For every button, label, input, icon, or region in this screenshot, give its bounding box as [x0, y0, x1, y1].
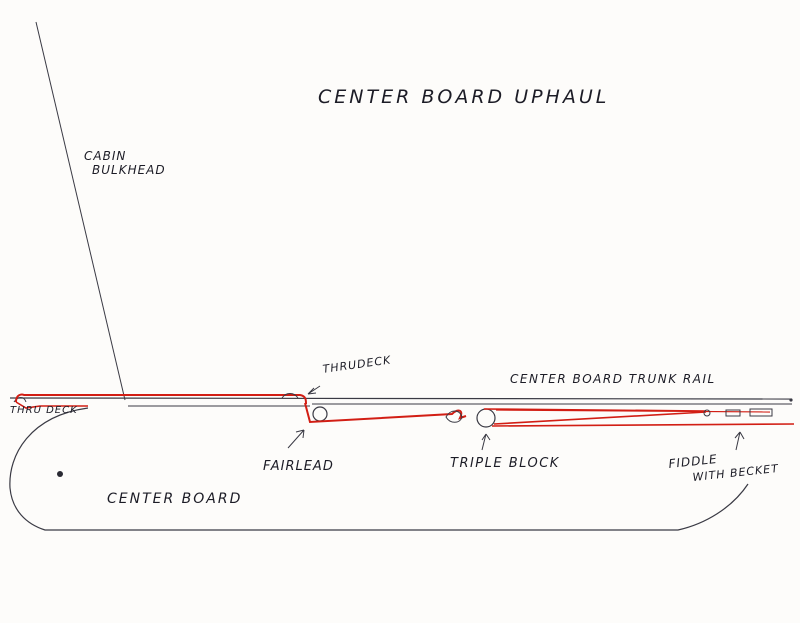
cabin-label-line1: CABIN	[84, 149, 127, 163]
fiddle-block-small	[725, 409, 741, 417]
cabin-bulkhead-line	[35, 21, 126, 401]
fairlead-arrow	[287, 429, 305, 449]
fiddle-arrow	[734, 431, 745, 451]
becket-ring	[703, 409, 711, 417]
center-board-outline	[9, 407, 749, 531]
diagram-title: CENTER BOARD UPHAUL	[318, 86, 610, 108]
center-board-label: CENTER BOARD	[107, 491, 243, 507]
tackle-line-3	[491, 423, 795, 427]
uphaul-line-fairlead	[304, 402, 467, 424]
uphaul-line-left-end	[15, 401, 88, 409]
cabin-label-line2: BULKHEAD	[92, 163, 166, 177]
thrudeck-arrow	[307, 385, 321, 395]
triple-block-hook	[445, 410, 463, 423]
thru-deck-left-label: THRU DECK	[10, 405, 78, 416]
uphaul-line-deck	[15, 393, 307, 405]
tackle-line-4	[495, 409, 771, 413]
triple-block-label: TRIPLE BLOCK	[450, 456, 560, 471]
fiddle-block-large	[749, 408, 773, 417]
center-board-pivot	[57, 471, 63, 477]
trunk-rail-line	[9, 397, 793, 400]
trunk-rail-end-dot	[789, 398, 793, 402]
trunk-rail-label: CENTER BOARD TRUNK RAIL	[510, 372, 716, 386]
thrudeck-fitting	[281, 393, 299, 399]
triple-block-sheave	[476, 408, 496, 428]
triple-block-arrow	[481, 433, 491, 451]
fairlead-sheave	[312, 406, 328, 422]
tackle-line-2	[493, 411, 707, 425]
fairlead-label: FAIRLEAD	[263, 459, 334, 474]
